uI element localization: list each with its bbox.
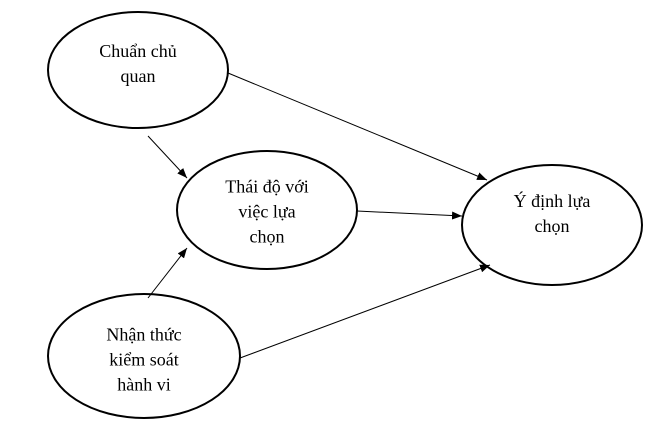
edge-control-to-attitude (147, 247, 188, 299)
label-line: việc lựa (238, 201, 296, 222)
label-intention: Ý định lựa chọn (514, 189, 591, 239)
label-perceived-control: Nhận thức kiểm soát hành vi (106, 323, 181, 398)
label-line: chọn (534, 216, 570, 236)
node-subjective-norm (47, 11, 229, 129)
label-line: hành vi (117, 374, 171, 395)
edge-norm-to-attitude (147, 135, 188, 179)
label-line: Chuẩn chủ (99, 41, 177, 61)
node-attitude (176, 150, 358, 270)
node-perceived-control (47, 293, 241, 419)
edge-norm-to-intention (227, 72, 488, 181)
label-line: Nhận thức (106, 324, 182, 345)
edge-attitude-to-intention (356, 210, 463, 220)
label-line: Thái độ với (225, 176, 309, 197)
label-line: chọn (249, 226, 285, 247)
edge-control-to-intention (239, 264, 491, 359)
label-attitude: Thái độ với việc lựa chọn (225, 175, 309, 250)
label-line: kiểm soát (109, 349, 179, 370)
label-line: quan (120, 66, 156, 86)
node-intention (461, 164, 643, 286)
label-subjective-norm: Chuẩn chủ quan (99, 39, 176, 89)
label-line: Ý định lựa (513, 191, 591, 211)
